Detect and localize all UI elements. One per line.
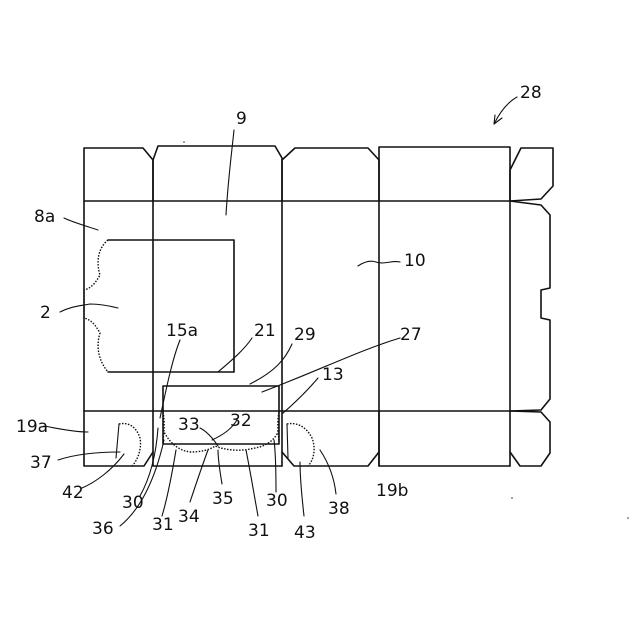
bottom-flap-1 bbox=[84, 411, 153, 466]
bottom-flap-3 bbox=[282, 452, 379, 466]
leader-9 bbox=[226, 130, 234, 215]
label-8a: 8a bbox=[34, 207, 55, 227]
main-body-outline bbox=[84, 201, 510, 411]
cutout-2-wavy-edge bbox=[84, 240, 108, 372]
label-30-left: 30 bbox=[122, 493, 144, 513]
leader-2 bbox=[60, 304, 118, 312]
top-flap-3 bbox=[282, 148, 379, 201]
stray-dot bbox=[627, 517, 629, 519]
leader-34 bbox=[190, 450, 208, 502]
label-10: 10 bbox=[404, 251, 426, 271]
top-flap-5 bbox=[510, 148, 553, 201]
glue-flap bbox=[510, 201, 550, 411]
top-flap-4 bbox=[379, 147, 510, 201]
label-31-left: 31 bbox=[152, 515, 174, 535]
label-31-right: 31 bbox=[248, 521, 270, 541]
label-33: 33 bbox=[178, 415, 200, 435]
label-2: 2 bbox=[40, 303, 51, 323]
notch-42 bbox=[119, 424, 141, 466]
bottom-flap-5 bbox=[510, 411, 550, 466]
notch-43 bbox=[287, 424, 314, 466]
stray-dot bbox=[511, 497, 513, 499]
label-28: 28 bbox=[520, 83, 542, 103]
top-flap-2 bbox=[153, 146, 282, 201]
leader-15a bbox=[160, 340, 180, 418]
leader-13 bbox=[282, 378, 318, 414]
leader-42 bbox=[82, 454, 124, 488]
stray-dot bbox=[183, 141, 185, 143]
label-34: 34 bbox=[178, 507, 200, 527]
leader-21 bbox=[218, 338, 252, 372]
label-21: 21 bbox=[254, 321, 276, 341]
label-15a: 15a bbox=[166, 321, 198, 341]
leader-36 bbox=[120, 440, 164, 526]
leader-35 bbox=[218, 450, 222, 484]
label-19b: 19b bbox=[376, 481, 408, 501]
window-21 bbox=[108, 240, 234, 372]
arrow-28 bbox=[494, 97, 517, 124]
leader-31-right bbox=[246, 450, 258, 516]
notch-43-line bbox=[287, 424, 288, 458]
leader-31-left bbox=[162, 450, 176, 516]
label-42: 42 bbox=[62, 483, 84, 503]
label-36: 36 bbox=[92, 519, 114, 539]
label-43: 43 bbox=[294, 523, 316, 543]
label-9: 9 bbox=[236, 109, 247, 129]
top-flap-1 bbox=[84, 148, 153, 201]
label-32: 32 bbox=[230, 411, 252, 431]
label-29: 29 bbox=[294, 325, 316, 345]
label-35: 35 bbox=[212, 489, 234, 509]
leader-19a bbox=[44, 426, 88, 432]
leader-38 bbox=[320, 450, 336, 494]
leader-8a bbox=[64, 218, 98, 230]
label-38: 38 bbox=[328, 499, 350, 519]
label-27: 27 bbox=[400, 325, 422, 345]
notch-42-line bbox=[116, 424, 119, 458]
leader-37 bbox=[58, 452, 120, 460]
bottom-flap-4 bbox=[379, 411, 510, 466]
leader-29 bbox=[250, 344, 292, 384]
leader-43 bbox=[300, 462, 304, 516]
label-13: 13 bbox=[322, 365, 344, 385]
label-37: 37 bbox=[30, 453, 52, 473]
label-19a: 19a bbox=[16, 417, 48, 437]
label-30-right: 30 bbox=[266, 491, 288, 511]
